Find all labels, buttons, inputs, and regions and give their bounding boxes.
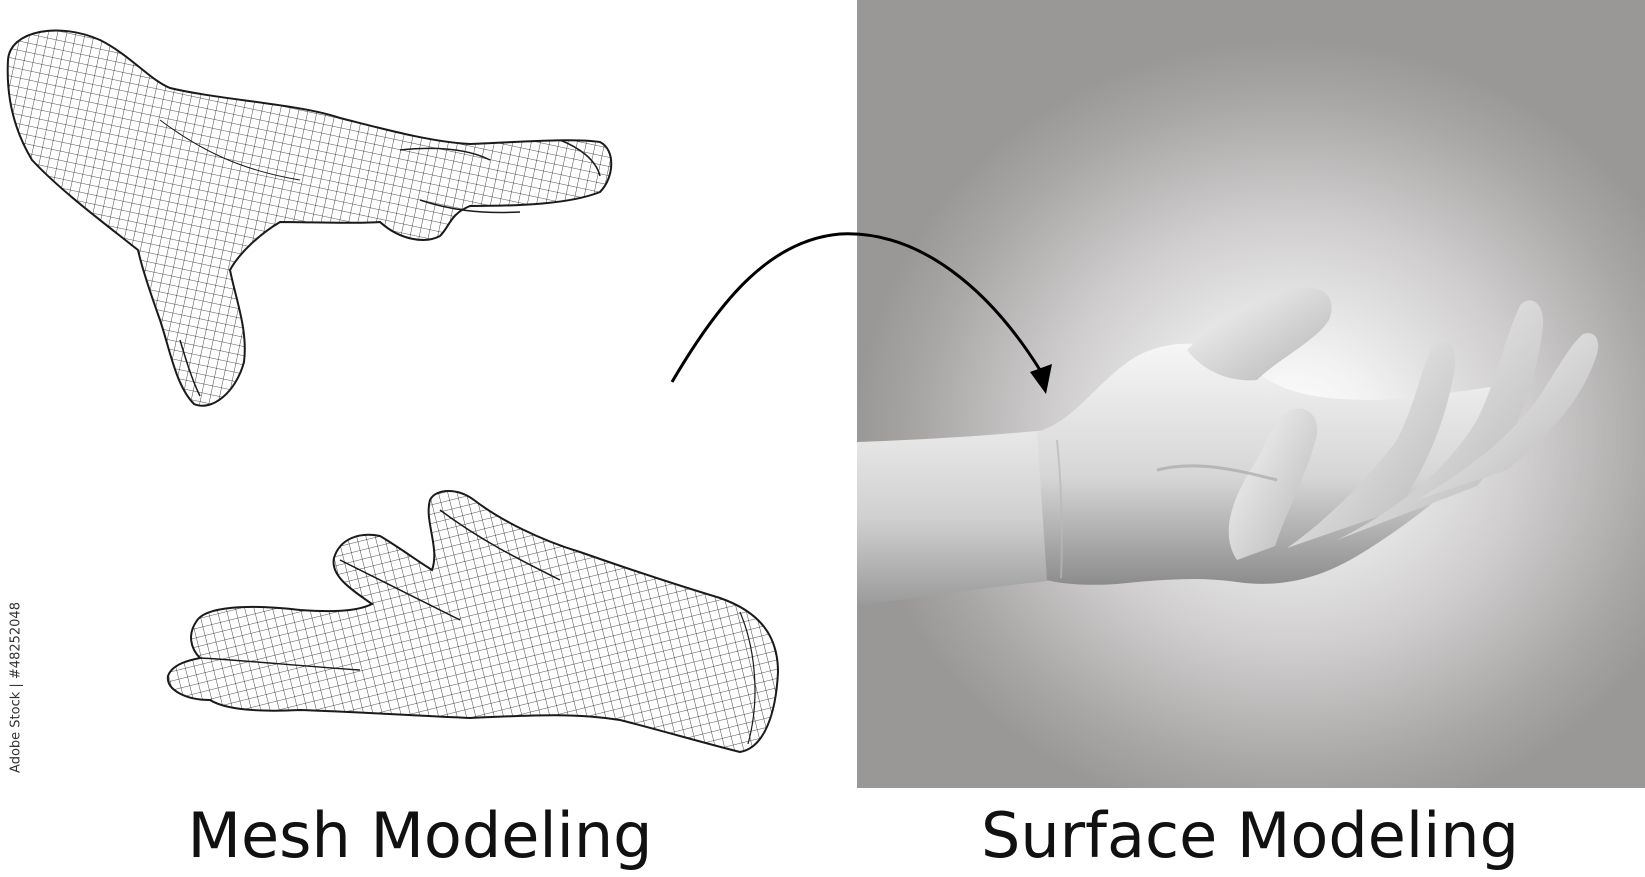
surface-panel (857, 0, 1645, 788)
mesh-hands-drawing (6, 29, 780, 754)
surface-modeling-caption: Surface Modeling (981, 799, 1519, 872)
watermark-text: Adobe Stock | #48252048 (8, 602, 24, 773)
upper-mesh-hand-icon (6, 29, 613, 407)
lower-mesh-hand-icon (166, 490, 780, 754)
surface-hand-drawing (857, 287, 1599, 606)
mesh-panel: Adobe Stock | #48252048 (0, 0, 856, 790)
shaded-hand-icon (857, 287, 1599, 606)
mesh-modeling-caption: Mesh Modeling (187, 799, 653, 872)
stock-watermark: Adobe Stock | #48252048 (4, 600, 30, 780)
